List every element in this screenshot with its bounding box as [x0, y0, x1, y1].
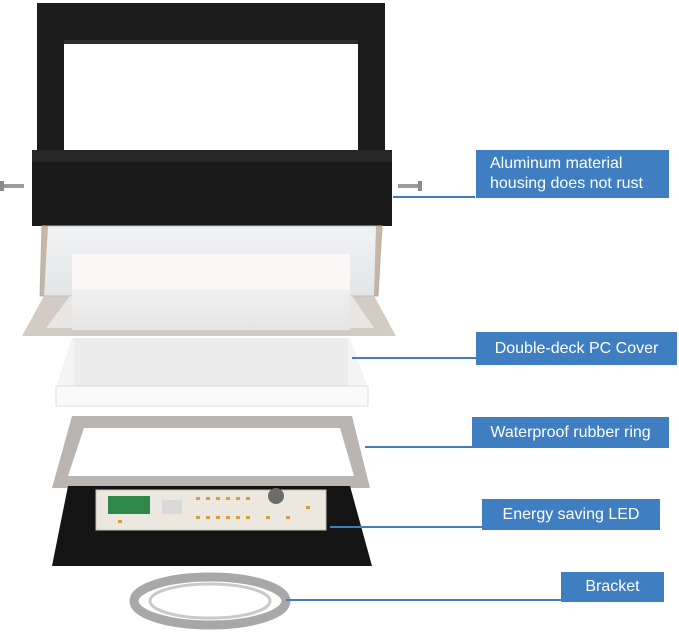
housing [0, 3, 422, 226]
leader-bracket [286, 599, 561, 601]
bracket [129, 572, 291, 630]
leader-cover [352, 357, 476, 359]
label-led: Energy saving LED [482, 499, 660, 530]
leader-housing [393, 196, 475, 198]
diffuser-plate [55, 338, 369, 407]
label-bracket: Bracket [561, 572, 664, 602]
label-pc-cover: Double-deck PC Cover [476, 332, 677, 365]
led-module [52, 486, 372, 566]
label-rubber-ring: Waterproof rubber ring [472, 417, 669, 448]
pc-cover [22, 225, 396, 336]
label-housing-line1: Aluminum material [490, 155, 623, 172]
leader-led [330, 526, 482, 528]
rubber-ring [52, 416, 370, 488]
screw-left-icon [0, 181, 24, 191]
leader-ring [365, 446, 472, 448]
label-housing: Aluminum material housing does not rust [476, 150, 669, 198]
label-housing-line2: housing does not rust [490, 175, 643, 192]
screw-right-icon [398, 181, 422, 191]
